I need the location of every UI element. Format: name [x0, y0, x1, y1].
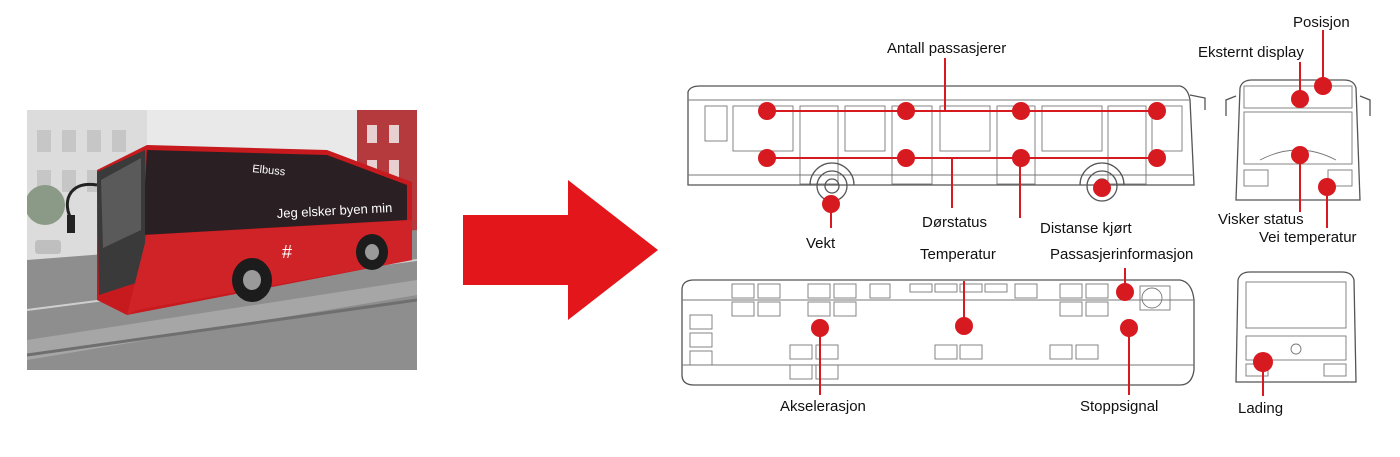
sensor-external-display — [1291, 90, 1309, 108]
label-distanse-kjort: Distanse kjørt — [1040, 220, 1133, 237]
sensor-stop-signal — [1120, 319, 1138, 337]
sensor-temperature — [955, 317, 973, 335]
label-eksternt-display: Eksternt display — [1198, 44, 1304, 61]
bus-side-view — [687, 85, 1206, 202]
label-passasjerinformasjon: Passasjerinformasjon — [1050, 246, 1193, 263]
bus-rear-view — [1235, 271, 1357, 383]
sensor-door-2 — [897, 149, 915, 167]
label-posisjon: Posisjon — [1293, 14, 1350, 31]
sensor-position — [1314, 77, 1332, 95]
sensor-charging — [1253, 352, 1273, 372]
label-akselerasjon: Akselerasjon — [780, 398, 866, 415]
sensor-door-3 — [1012, 149, 1030, 167]
sensor-door-1 — [758, 149, 776, 167]
sensor-wiper — [1291, 146, 1309, 164]
sensor-road-temperature — [1318, 178, 1336, 196]
label-stoppsignal: Stoppsignal — [1080, 398, 1158, 415]
bus-slogan-text: Jeg elsker byen min — [276, 200, 392, 221]
transition-arrow — [463, 180, 658, 320]
sensor-passenger-count-3 — [1012, 102, 1030, 120]
red-bus — [65, 145, 412, 315]
label-antall-passasjerer: Antall passasjerer — [887, 40, 1006, 57]
sensor-weight — [822, 195, 840, 213]
bus-destination-text: Elbuss — [252, 163, 287, 178]
sensor-distance — [1093, 179, 1111, 197]
parked-car — [35, 240, 61, 254]
label-temperatur: Temperatur — [920, 246, 996, 263]
label-dorstatus: Dørstatus — [922, 214, 987, 231]
sensor-passenger-count-1 — [758, 102, 776, 120]
label-visker-status: Visker status — [1218, 211, 1304, 228]
sensor-acceleration — [811, 319, 829, 337]
sensor-passenger-info — [1116, 283, 1134, 301]
sensor-door-4 — [1148, 149, 1166, 167]
bus-photo: Elbuss Jeg elsker byen min # — [27, 110, 417, 370]
label-vei-temperatur: Vei temperatur — [1259, 229, 1357, 246]
bus-floor-plan — [681, 279, 1195, 386]
bus-hashtag-text: # — [282, 242, 292, 262]
label-lading: Lading — [1238, 400, 1283, 417]
sensor-passenger-count-4 — [1148, 102, 1166, 120]
bus-sensor-diagram: Antall passasjerer Eksternt display Posi… — [681, 14, 1371, 417]
label-vekt: Vekt — [806, 235, 836, 252]
sensor-passenger-count-2 — [897, 102, 915, 120]
